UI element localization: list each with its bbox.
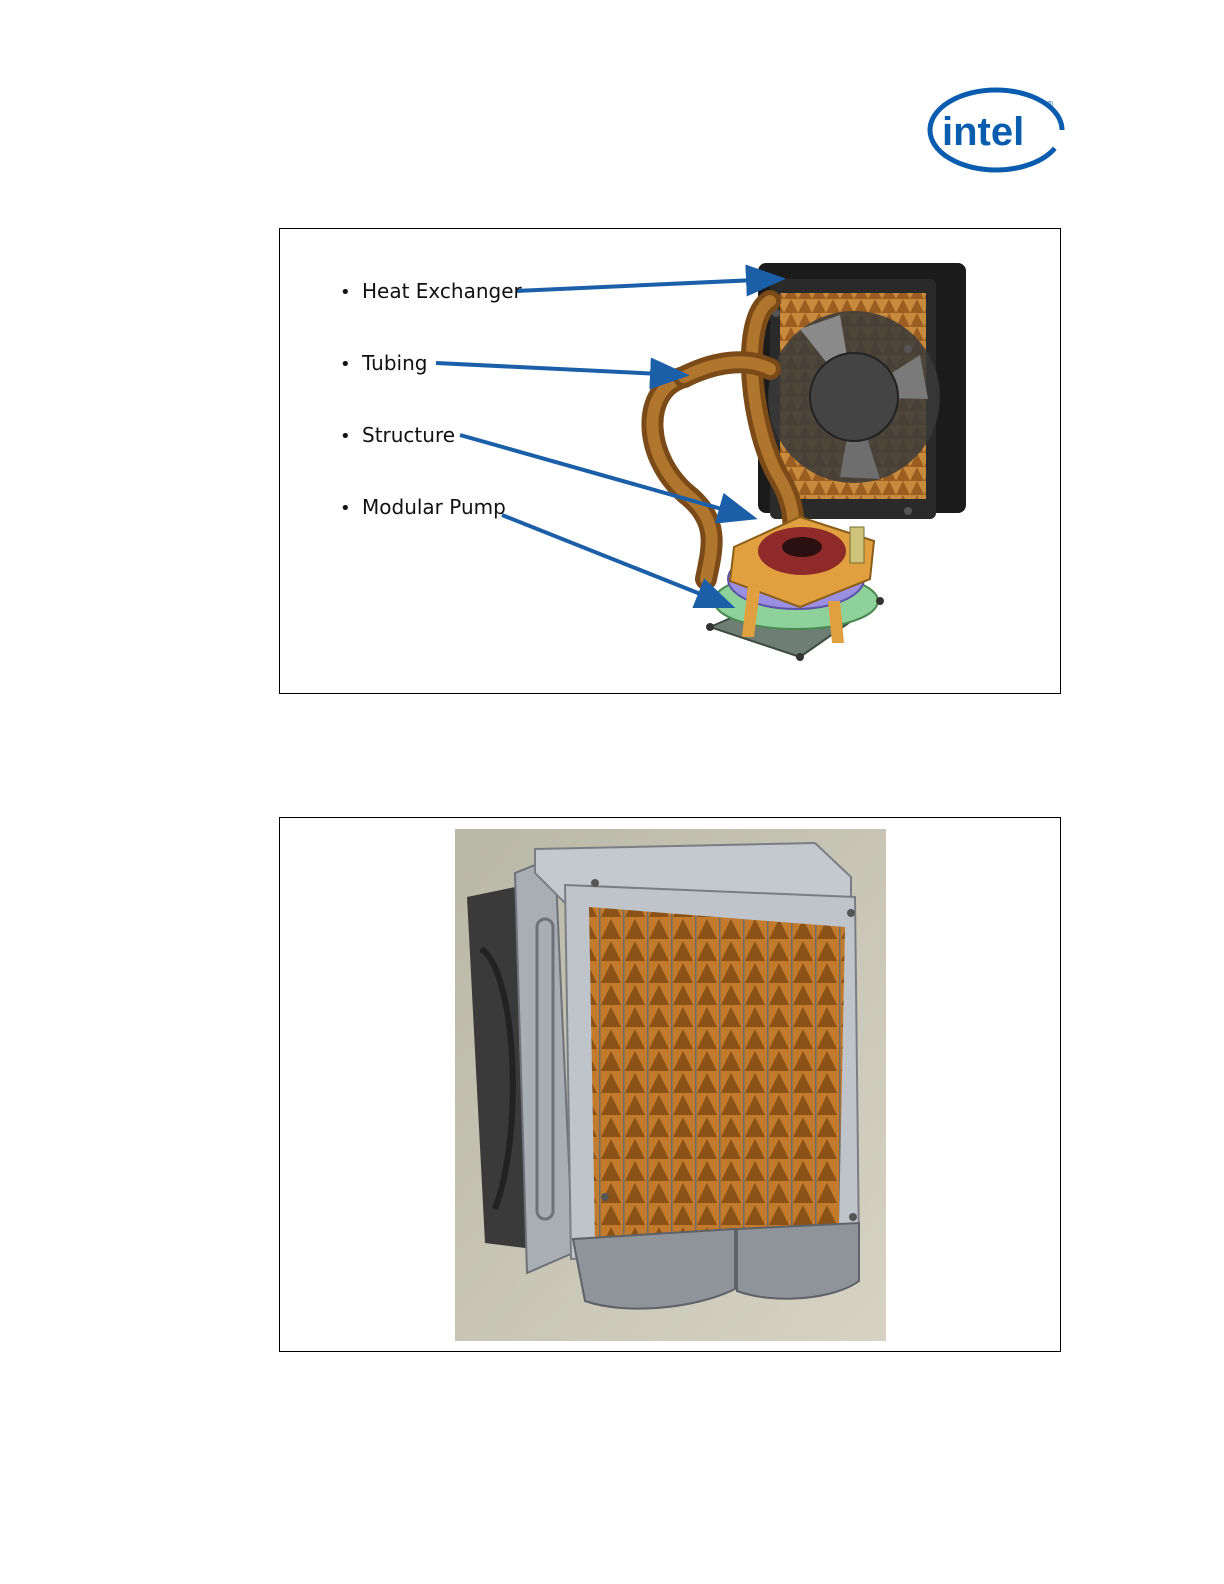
- logo-text: intel: [942, 110, 1024, 154]
- intel-logo: intel ®: [924, 78, 1070, 176]
- arrow-modular-pump: [502, 515, 728, 605]
- callout-arrows: [436, 279, 778, 605]
- fin-core: [589, 907, 845, 1239]
- heat-exchanger-render: [455, 829, 886, 1341]
- arrow-tubing: [436, 363, 682, 375]
- arrow-heat-exchanger: [516, 279, 778, 291]
- label-modular-pump: •Modular Pump: [340, 495, 506, 519]
- label-heat-exchanger: •Heat Exchanger: [340, 279, 522, 303]
- modular-pump: [706, 517, 884, 661]
- figure-heat-exchanger-render: [279, 817, 1061, 1352]
- figure-cooler-assembly: •Heat Exchanger •Tubing •Structure •Modu…: [279, 228, 1061, 694]
- label-tubing: •Tubing: [340, 351, 427, 375]
- logo-trademark: ®: [1046, 100, 1054, 111]
- label-structure: •Structure: [340, 423, 455, 447]
